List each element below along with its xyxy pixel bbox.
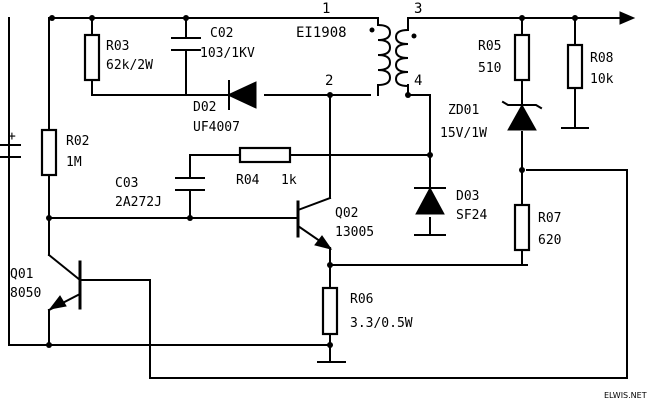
q01-ref: Q01 xyxy=(10,267,33,282)
c03-ref: C03 xyxy=(115,176,138,191)
junction-dots xyxy=(46,15,578,348)
r06-value: 3.3/0.5W xyxy=(350,316,413,331)
zd01-value: 15V/1W xyxy=(440,126,487,141)
q02-ref: Q02 xyxy=(335,206,358,221)
d03-ref: D03 xyxy=(456,189,479,204)
d03-value: SF24 xyxy=(456,208,487,223)
capacitor-c03: C03 2A272J xyxy=(115,176,205,210)
r06-ref: R06 xyxy=(350,292,373,307)
r08-ref: R08 xyxy=(590,51,613,66)
r05-ref: R05 xyxy=(478,39,501,54)
transistor-q02: Q02 13005 xyxy=(296,196,374,250)
r05-value: 510 xyxy=(478,61,501,76)
r02-value: 1M xyxy=(66,155,82,170)
transformer-pin-4: 4 xyxy=(414,73,422,89)
r07-value: 620 xyxy=(538,233,561,248)
c02-ref: C02 xyxy=(210,26,233,41)
transformer: 1 2 3 4 EI1908 xyxy=(296,1,422,89)
r04-ref: R04 xyxy=(236,173,260,188)
output-arrow-icon xyxy=(619,11,636,25)
r02-ref: R02 xyxy=(66,134,89,149)
r07-ref: R07 xyxy=(538,211,561,226)
resistor-r02: R02 1M xyxy=(40,128,89,177)
c03-value: 2A272J xyxy=(115,195,162,210)
capacitor-c02: C02 103/1KV xyxy=(171,26,255,61)
zener-diode-zd01: ZD01 15V/1W xyxy=(440,100,543,141)
q02-value: 13005 xyxy=(335,225,374,240)
diode-d02: D02 UF4007 xyxy=(193,80,257,135)
resistor-r08: R08 10k xyxy=(566,43,614,90)
transformer-pin-1: 1 xyxy=(322,1,330,17)
resistor-r05: R05 510 xyxy=(478,33,531,82)
r03-value: 62k/2W xyxy=(106,58,153,73)
q01-value: 8050 xyxy=(10,286,41,301)
resistor-r04: R04 1k xyxy=(236,146,297,188)
r04-value: 1k xyxy=(281,173,297,188)
transformer-pin-3: 3 xyxy=(414,1,422,17)
diode-d03: D03 SF24 xyxy=(414,186,487,223)
d02-value: UF4007 xyxy=(193,120,240,135)
transistor-q01: Q01 8050 xyxy=(10,260,82,312)
resistor-r07: R07 620 xyxy=(513,203,561,252)
input-capacitor-plus-sign: + xyxy=(8,129,16,144)
c02-value: 103/1KV xyxy=(200,46,255,61)
r03-ref: R03 xyxy=(106,39,129,54)
transformer-label: EI1908 xyxy=(296,25,347,41)
resistor-r06: R06 3.3/0.5W xyxy=(321,286,413,336)
d02-ref: D02 xyxy=(193,100,216,115)
transformer-pin-2: 2 xyxy=(325,73,333,89)
r08-value: 10k xyxy=(590,72,614,87)
watermark: ELWIS.NET xyxy=(604,391,647,400)
resistor-r03: R03 62k/2W xyxy=(83,33,153,82)
zd01-ref: ZD01 xyxy=(448,103,479,118)
